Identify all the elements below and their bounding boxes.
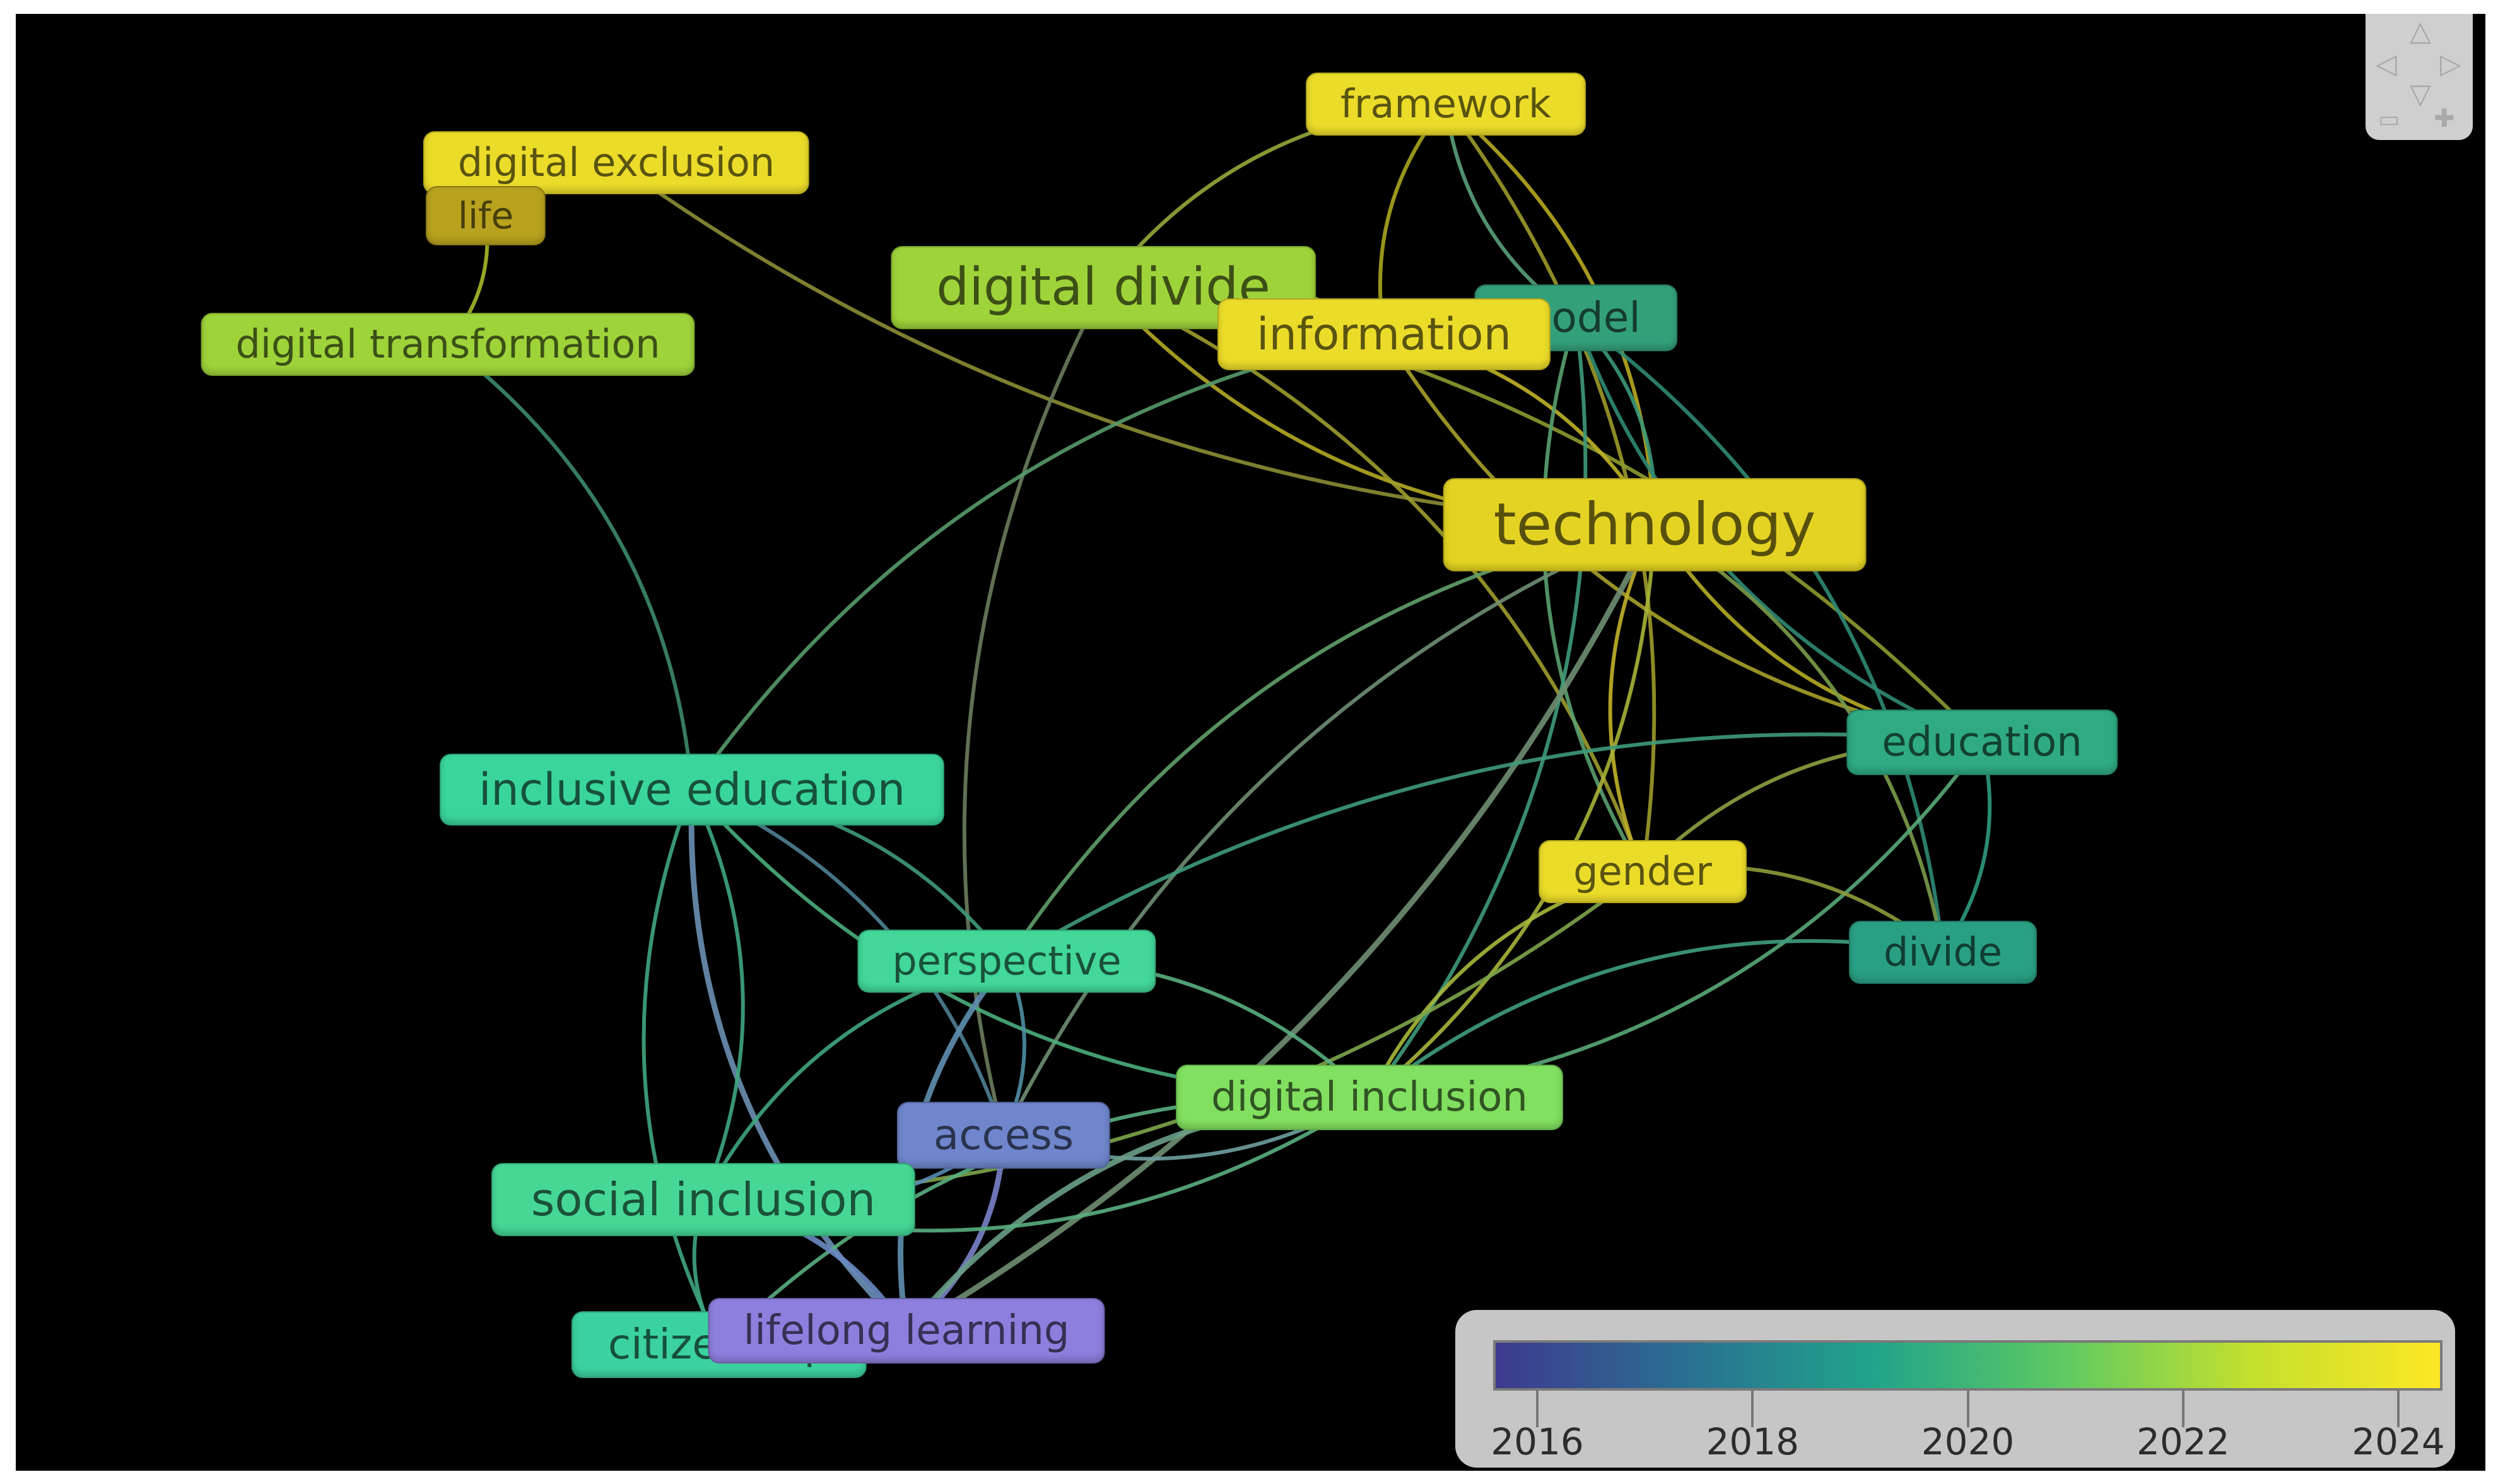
node-technology[interactable]: technology	[1443, 478, 1867, 571]
zoom-out-icon[interactable]: ▭	[2378, 107, 2400, 132]
edge-digital_transformation-inclusive_education	[447, 342, 694, 790]
edge-model-divide	[1574, 316, 1945, 953]
node-life[interactable]: life	[425, 186, 546, 245]
legend-tick-mark	[2397, 1391, 2400, 1427]
node-gender[interactable]: gender	[1539, 840, 1747, 903]
node-label: perspective	[892, 938, 1122, 984]
legend-tick-mark	[1966, 1391, 1969, 1427]
node-education[interactable]: education	[1846, 710, 2118, 775]
pan-left-icon[interactable]: ◁	[2376, 48, 2397, 80]
legend-tick-label: 2018	[1706, 1420, 1800, 1463]
legend-tick-mark	[2181, 1391, 2184, 1427]
node-lifelong-learning[interactable]: lifelong learning	[708, 1298, 1105, 1364]
edge-technology-lifelong_learning	[905, 523, 1658, 1333]
node-digital-exclusion[interactable]: digital exclusion	[423, 131, 810, 194]
node-framework[interactable]: framework	[1306, 73, 1586, 136]
node-label: digital transformation	[235, 321, 660, 367]
pan-down-icon[interactable]: ▽	[2410, 78, 2431, 110]
edge-digital_divide-gender	[1102, 286, 1645, 873]
node-label: digital inclusion	[1211, 1074, 1528, 1121]
node-label: education	[1882, 719, 2082, 766]
node-label: divide	[1884, 929, 2002, 975]
edge-technology-access	[1002, 523, 1656, 1136]
edge-information-inclusive_education	[690, 332, 1385, 791]
node-access[interactable]: access	[896, 1102, 1111, 1169]
legend-gradient-bar	[1493, 1340, 2442, 1391]
node-divide[interactable]: divide	[1849, 921, 2037, 984]
legend-tick-label: 2024	[2352, 1420, 2445, 1463]
legend-tick-label: 2022	[2136, 1420, 2230, 1463]
node-label: gender	[1573, 848, 1712, 894]
year-color-legend: 2016 2018 2020 2022 2024	[1455, 1310, 2455, 1468]
legend-tick-label: 2020	[1921, 1420, 2015, 1463]
edge-model-gender	[1542, 317, 1645, 873]
pan-up-icon[interactable]: △	[2410, 15, 2431, 47]
node-inclusive-education[interactable]: inclusive education	[439, 754, 945, 826]
node-label: access	[933, 1111, 1074, 1159]
node-social-inclusion[interactable]: social inclusion	[491, 1163, 916, 1236]
node-label: digital exclusion	[457, 139, 775, 185]
node-label: inclusive education	[478, 764, 906, 815]
node-label: lifelong learning	[743, 1307, 1070, 1354]
edge-model-education	[1574, 317, 1983, 744]
node-label: framework	[1340, 81, 1551, 127]
node-label: life	[457, 194, 514, 237]
legend-tick-mark	[1536, 1391, 1539, 1427]
edge-inclusive_education-citizenship	[642, 788, 721, 1346]
edge-inclusive_education-social_inclusion	[690, 788, 745, 1201]
navigation-control[interactable]: △ ◁ ▷ ▽ ▭ ✚	[2366, 14, 2473, 140]
node-digital-transformation[interactable]: digital transformation	[201, 313, 695, 376]
legend-tick-mark	[1751, 1391, 1754, 1427]
edge-education-digital_inclusion	[1369, 741, 1984, 1099]
edge-technology-gender	[1608, 523, 1657, 873]
node-label: social inclusion	[531, 1173, 876, 1226]
node-label: technology	[1493, 491, 1816, 558]
node-label: information	[1256, 308, 1512, 360]
node-perspective[interactable]: perspective	[857, 930, 1156, 993]
edge-digital_divide-access	[962, 286, 1105, 1136]
edge-education-perspective	[1006, 732, 1983, 963]
node-information[interactable]: information	[1217, 298, 1551, 370]
legend-tick-label: 2016	[1491, 1420, 1584, 1463]
node-digital-inclusion[interactable]: digital inclusion	[1176, 1065, 1563, 1130]
zoom-in-icon[interactable]: ✚	[2434, 104, 2455, 133]
pan-right-icon[interactable]: ▷	[2440, 48, 2461, 80]
node-label: digital divide	[936, 257, 1270, 317]
